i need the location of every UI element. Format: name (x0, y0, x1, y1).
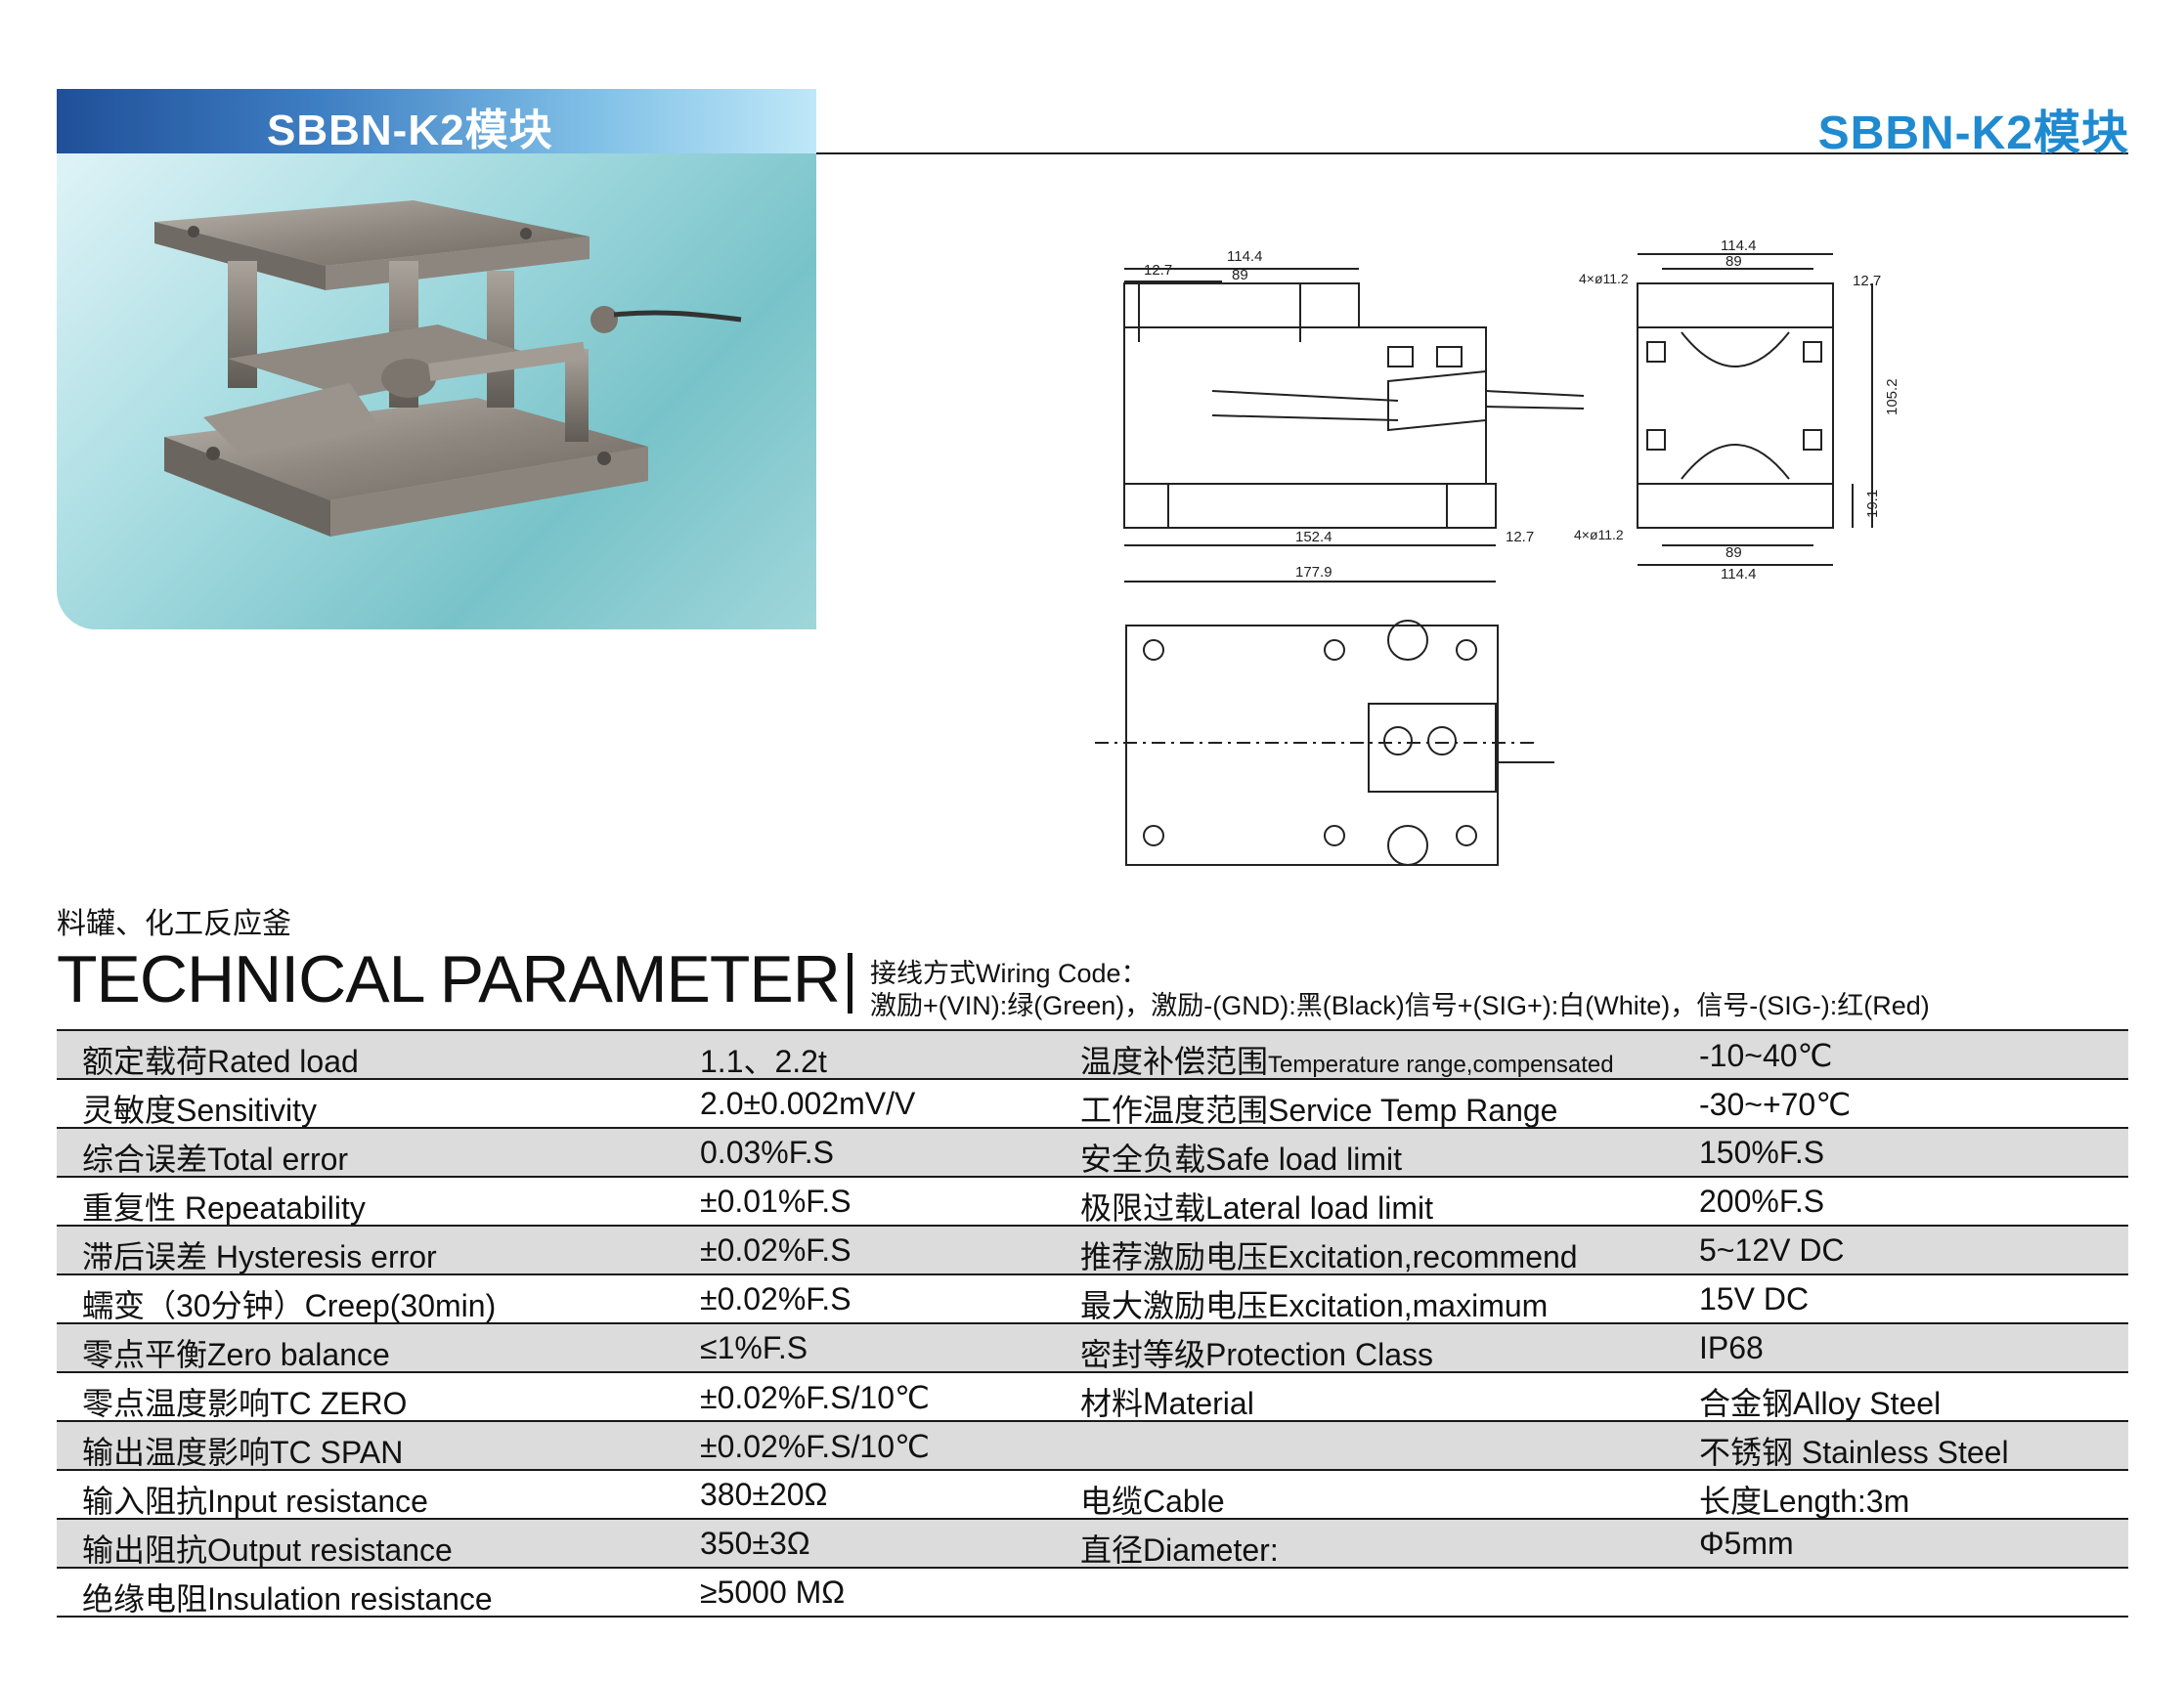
dim-top-offset: 12.7 (1144, 262, 1172, 279)
product-photo (57, 153, 816, 629)
weigh-module-illustration (154, 200, 742, 537)
param-label: 滞后误差 Hysteresis error (82, 1239, 437, 1274)
param-label: 绝缘电阻Insulation resistance (82, 1581, 493, 1617)
param-label: 工作温度范围Service Temp Range (1080, 1093, 1558, 1128)
param-value: ≥5000 MΩ (700, 1575, 846, 1610)
param-value: 380±20Ω (700, 1477, 828, 1512)
param-value: ±0.02%F.S/10℃ (700, 1429, 930, 1464)
dim-end-bottom-inner: 89 (1725, 544, 1742, 561)
param-label: 输出阻抗Output resistance (82, 1532, 453, 1568)
table-row: 蠕变（30分钟）Creep(30min) ±0.02%F.S 最大激励电压Exc… (57, 1275, 2128, 1324)
param-label: 零点平衡Zero balance (82, 1337, 390, 1372)
wiring-code-title: 接线方式Wiring Code： (870, 959, 1148, 988)
param-value: ±0.02%F.S (700, 1232, 852, 1268)
table-row: 零点温度影响TC ZERO ±0.02%F.S/10℃ 材料Material 合… (57, 1373, 2128, 1422)
dim-top-width: 114.4 (1227, 248, 1262, 265)
param-value: 200%F.S (1699, 1184, 1825, 1219)
application-text: 料罐、化工反应釜 (57, 908, 291, 940)
param-value: 0.03%F.S (700, 1135, 834, 1170)
dim-end-top-offset: 12.7 (1853, 273, 1881, 289)
param-value: ≤1%F.S (700, 1330, 808, 1365)
param-value: IP68 (1699, 1330, 1764, 1365)
param-value: 150%F.S (1699, 1135, 1825, 1170)
param-label: 灵敏度Sensitivity (82, 1093, 318, 1128)
param-value: -30~+70℃ (1699, 1087, 1852, 1122)
param-label: 材料Material (1080, 1386, 1254, 1421)
product-title-right: SBBN-K2模块 (1817, 108, 2129, 159)
title-banner: SBBN-K2模块 (57, 89, 816, 154)
param-value: ±0.01%F.S (700, 1184, 852, 1219)
dim-end-base-height: 19.1 (1864, 490, 1881, 518)
dimension-drawings: 12.7 114.4 89 152.4 12.7 177.9 4×ø11.2 (1075, 235, 1955, 880)
table-row: 灵敏度Sensitivity 2.0±0.002mV/V 工作温度范围Servi… (57, 1080, 2128, 1129)
table-row: 输出阻抗Output resistance 350±3Ω 直径Diameter:… (57, 1520, 2128, 1569)
param-value: 15V DC (1699, 1281, 1810, 1316)
param-label: 零点温度影响TC ZERO (82, 1386, 408, 1421)
param-label: 综合误差Total error (82, 1142, 349, 1177)
heading-divider (848, 953, 852, 1014)
wiring-code-detail: 激励+(VIN):绿(Green)，激励-(GND):黑(Black)信号+(S… (870, 991, 1930, 1020)
param-label: 温度补偿范围Temperature range,compensated (1080, 1044, 1614, 1079)
param-value: Φ5mm (1699, 1526, 1794, 1561)
dim-end-height: 105.2 (1884, 378, 1900, 415)
param-label: 电缆Cable (1080, 1484, 1225, 1519)
param-value: -10~40℃ (1699, 1038, 1833, 1073)
dim-end-top-inner: 89 (1725, 253, 1742, 270)
dim-bottom-width: 177.9 (1295, 564, 1332, 581)
param-value: 350±3Ω (700, 1526, 810, 1561)
dim-end-top-width: 114.4 (1721, 237, 1756, 254)
param-label: 密封等级Protection Class (1080, 1337, 1433, 1372)
dim-bottom-holes: 4×ø11.2 (1574, 527, 1624, 542)
dim-top-holes: 4×ø11.2 (1579, 271, 1629, 286)
param-label: 重复性 Repeatability (82, 1190, 366, 1226)
dim-top-inner: 89 (1232, 267, 1248, 283)
header-rule (816, 152, 2128, 154)
end-view-drawing: 4×ø11.2 114.4 89 12.7 105.2 19.1 4×ø11.2… (1574, 237, 1900, 583)
table-row: 输出温度影响TC SPAN ±0.02%F.S/10℃ 不锈钢 Stainles… (57, 1422, 2128, 1471)
table-row: 重复性 Repeatability ±0.01%F.S 极限过载Lateral … (57, 1178, 2128, 1227)
dim-bottom-offset: 12.7 (1506, 529, 1534, 545)
technical-parameter-heading: TECHNICAL PARAMETER (57, 942, 841, 1016)
table-row: 滞后误差 Hysteresis error ±0.02%F.S 推荐激励电压Ex… (57, 1227, 2128, 1275)
param-value: 2.0±0.002mV/V (700, 1086, 916, 1121)
param-value: 合金钢Alloy Steel (1699, 1386, 1942, 1421)
table-row: 输入阻抗Input resistance 380±20Ω 电缆Cable 长度L… (57, 1471, 2128, 1520)
param-value: 5~12V DC (1699, 1232, 1845, 1268)
parameter-table: 额定载荷Rated load 1.1、2.2t 温度补偿范围Temperatur… (57, 1029, 2128, 1618)
side-view-drawing: 12.7 114.4 89 152.4 12.7 177.9 (1123, 248, 1585, 583)
dim-bottom-inner: 152.4 (1295, 529, 1332, 545)
param-label: 推荐激励电压Excitation,recommend (1080, 1239, 1578, 1274)
table-row: 零点平衡Zero balance ≤1%F.S 密封等级Protection C… (57, 1324, 2128, 1373)
param-value: 1.1、2.2t (700, 1044, 827, 1079)
param-label: 额定载荷Rated load (82, 1044, 359, 1079)
param-label: 输出温度影响TC SPAN (82, 1435, 404, 1470)
param-value: 长度Length:3m (1699, 1484, 1910, 1519)
table-row: 额定载荷Rated load 1.1、2.2t 温度补偿范围Temperatur… (57, 1029, 2128, 1080)
param-value: ±0.02%F.S/10℃ (700, 1380, 930, 1415)
top-view-drawing (1095, 620, 1554, 866)
table-row: 绝缘电阻Insulation resistance ≥5000 MΩ (57, 1569, 2128, 1618)
param-label: 输入阻抗Input resistance (82, 1484, 428, 1519)
param-label: 最大激励电压Excitation,maximum (1080, 1288, 1549, 1323)
param-value: 不锈钢 Stainless Steel (1699, 1435, 2009, 1470)
product-title: SBBN-K2模块 (267, 107, 553, 154)
table-row: 综合误差Total error 0.03%F.S 安全负载Safe load l… (57, 1129, 2128, 1178)
dim-end-bottom-width: 114.4 (1721, 566, 1756, 583)
param-label: 极限过载Lateral load limit (1080, 1190, 1434, 1226)
wiring-code: 接线方式Wiring Code： 激励+(VIN):绿(Green)，激励-(G… (870, 958, 1930, 1022)
param-label: 安全负载Safe load limit (1080, 1142, 1402, 1177)
param-label: 蠕变（30分钟）Creep(30min) (82, 1288, 497, 1323)
param-label: 直径Diameter: (1080, 1532, 1279, 1568)
param-value: ±0.02%F.S (700, 1281, 852, 1316)
